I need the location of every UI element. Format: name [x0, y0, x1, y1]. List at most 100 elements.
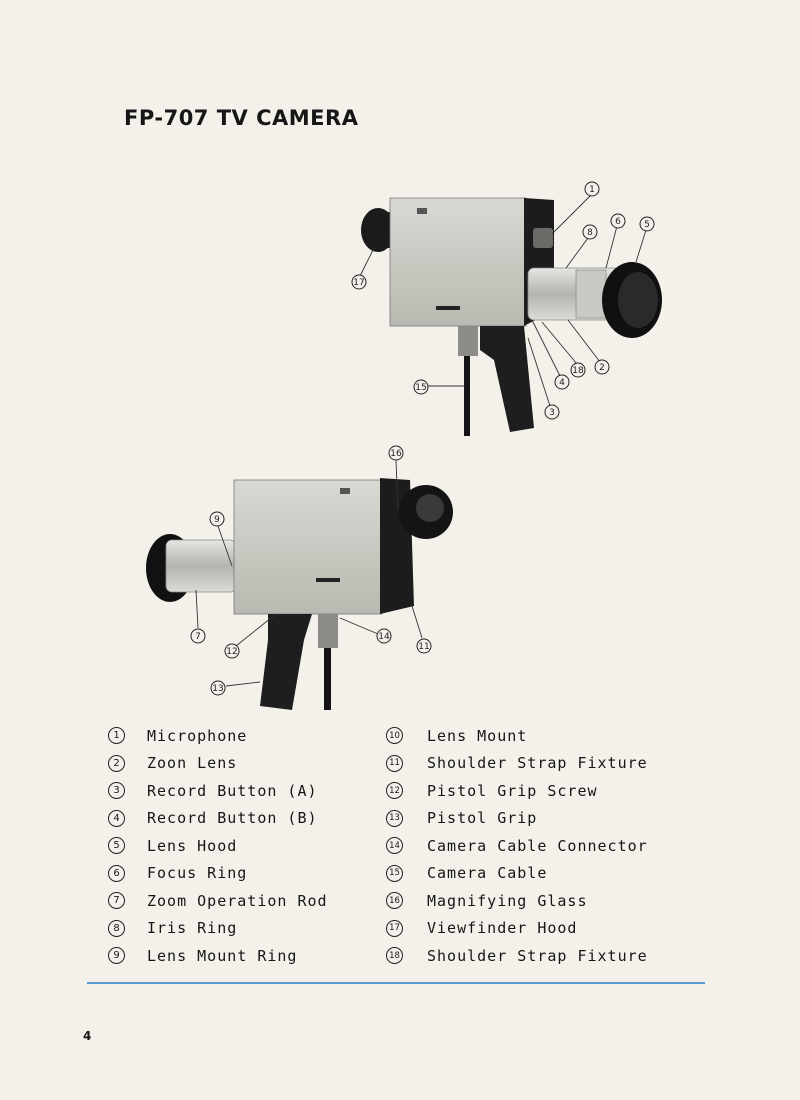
- legend-number: 14: [386, 837, 403, 855]
- bottom-callout-12: 12: [224, 643, 240, 659]
- top-callout-15: 15: [413, 379, 429, 395]
- top-callout-8: 8: [582, 224, 598, 240]
- camera-front-view: [361, 197, 662, 436]
- legend-number: 6: [108, 864, 125, 882]
- callout-4-text: 4: [559, 378, 565, 388]
- top-callout-lines: [359, 193, 647, 407]
- top-callout-2: 2: [594, 359, 610, 375]
- legend-number: 7: [108, 892, 125, 910]
- magnifying-glass-inner: [416, 494, 444, 522]
- callout-7-text: 7: [195, 632, 201, 642]
- lens-hood-inner: [618, 272, 658, 328]
- pistol-grip-rear-shape: [260, 614, 312, 710]
- camera-rear-view: [146, 478, 453, 710]
- model-plate: [436, 306, 460, 310]
- legend-number: 18: [386, 947, 403, 965]
- bottom-callout-lines: [195, 459, 423, 687]
- legend-item: 14 Camera Cable Connector: [386, 832, 648, 860]
- legend-number: 16: [386, 892, 403, 910]
- legend-label: Record Button (A): [147, 781, 318, 800]
- legend-number: 1: [108, 727, 125, 745]
- bottom-callout-7: 7: [190, 628, 206, 644]
- legend-number: 9: [108, 947, 125, 965]
- microphone-shape: [533, 228, 553, 248]
- legend-label: Magnifying Glass: [427, 891, 588, 910]
- bottom-callout-14: 14: [376, 628, 392, 644]
- top-callout-1: 1: [584, 181, 600, 197]
- bottom-callout-9: 9: [209, 511, 225, 527]
- bottom-callout-13: 13: [210, 680, 226, 696]
- callout-6-text: 6: [615, 217, 621, 227]
- top-callout-3: 3: [544, 404, 560, 420]
- legend-item: 4 Record Button (B): [108, 805, 328, 833]
- legend-number: 2: [108, 754, 125, 772]
- callout-13-text: 13: [212, 684, 223, 694]
- model-plate-rear: [316, 578, 340, 582]
- camera-body-top: [389, 197, 527, 327]
- legend-number: 10: [386, 727, 403, 745]
- pistol-grip-shape: [480, 326, 534, 432]
- legend-label: Camera Cable Connector: [427, 836, 648, 855]
- callout-5-text: 5: [644, 220, 650, 230]
- callout-2-text: 2: [599, 363, 605, 373]
- top-callout-18: 18: [570, 362, 586, 378]
- legend-number: 17: [386, 919, 403, 937]
- callout-1-text: 1: [589, 185, 595, 195]
- callout-14-text: 14: [378, 632, 390, 642]
- callout-9-text: 9: [214, 515, 220, 525]
- legend-label: Record Button (B): [147, 809, 318, 828]
- top-callout-6: 6: [610, 213, 626, 229]
- top-callout-4: 4: [554, 374, 570, 390]
- callout-18-text: 18: [572, 366, 584, 376]
- legend-label: Microphone: [147, 726, 248, 745]
- callout-11-text: 11: [418, 642, 429, 652]
- legend-item: 7 Zoom Operation Rod: [108, 887, 328, 915]
- legend-number: 5: [108, 837, 125, 855]
- legend-number: 8: [108, 919, 125, 937]
- callout-17-text: 17: [353, 278, 364, 288]
- focus-ring-shape: [575, 269, 607, 319]
- legend-label: Iris Ring: [147, 919, 238, 938]
- legend-item: 10 Lens Mount: [386, 722, 648, 750]
- legend-item: 18 Shoulder Strap Fixture: [386, 942, 648, 970]
- cable-connector-rear-shape: [318, 614, 338, 648]
- top-callout-5: 5: [639, 216, 655, 232]
- callout-15-text: 15: [415, 383, 426, 393]
- legend-label: Lens Mount Ring: [147, 946, 298, 965]
- brand-badge-rear: [340, 488, 350, 494]
- legend-label: Lens Mount: [427, 726, 528, 745]
- legend-label: Zoon Lens: [147, 754, 238, 773]
- callout-8-text: 8: [587, 228, 593, 238]
- legend-number: 15: [386, 864, 403, 882]
- legend-item: 13 Pistol Grip: [386, 805, 648, 833]
- legend-number: 4: [108, 809, 125, 827]
- bottom-callout-16: 16: [388, 445, 404, 461]
- legend-label: Camera Cable: [427, 864, 548, 883]
- page-title: FP-707 TV CAMERA: [124, 106, 359, 130]
- legend-label: Lens Hood: [147, 836, 238, 855]
- legend-label: Pistol Grip: [427, 809, 538, 828]
- callout-12-text: 12: [226, 647, 237, 657]
- legend-item: 9 Lens Mount Ring: [108, 942, 328, 970]
- legend-item: 16 Magnifying Glass: [386, 887, 648, 915]
- callout-16-text: 16: [390, 449, 402, 459]
- camera-cable-rear-shape: [324, 648, 331, 710]
- legend-label: Focus Ring: [147, 864, 248, 883]
- legend-item: 6 Focus Ring: [108, 860, 328, 888]
- legend-item: 1 Microphone: [108, 722, 328, 750]
- legend-number: 13: [386, 809, 403, 827]
- legend-label: Zoom Operation Rod: [147, 891, 328, 910]
- legend-item: 5 Lens Hood: [108, 832, 328, 860]
- legend-item: 15 Camera Cable: [386, 860, 648, 888]
- top-callout-17: 17: [351, 274, 367, 290]
- legend-label: Shoulder Strap Fixture: [427, 946, 648, 965]
- legend-item: 8 Iris Ring: [108, 915, 328, 943]
- legend-item: 2 Zoon Lens: [108, 750, 328, 778]
